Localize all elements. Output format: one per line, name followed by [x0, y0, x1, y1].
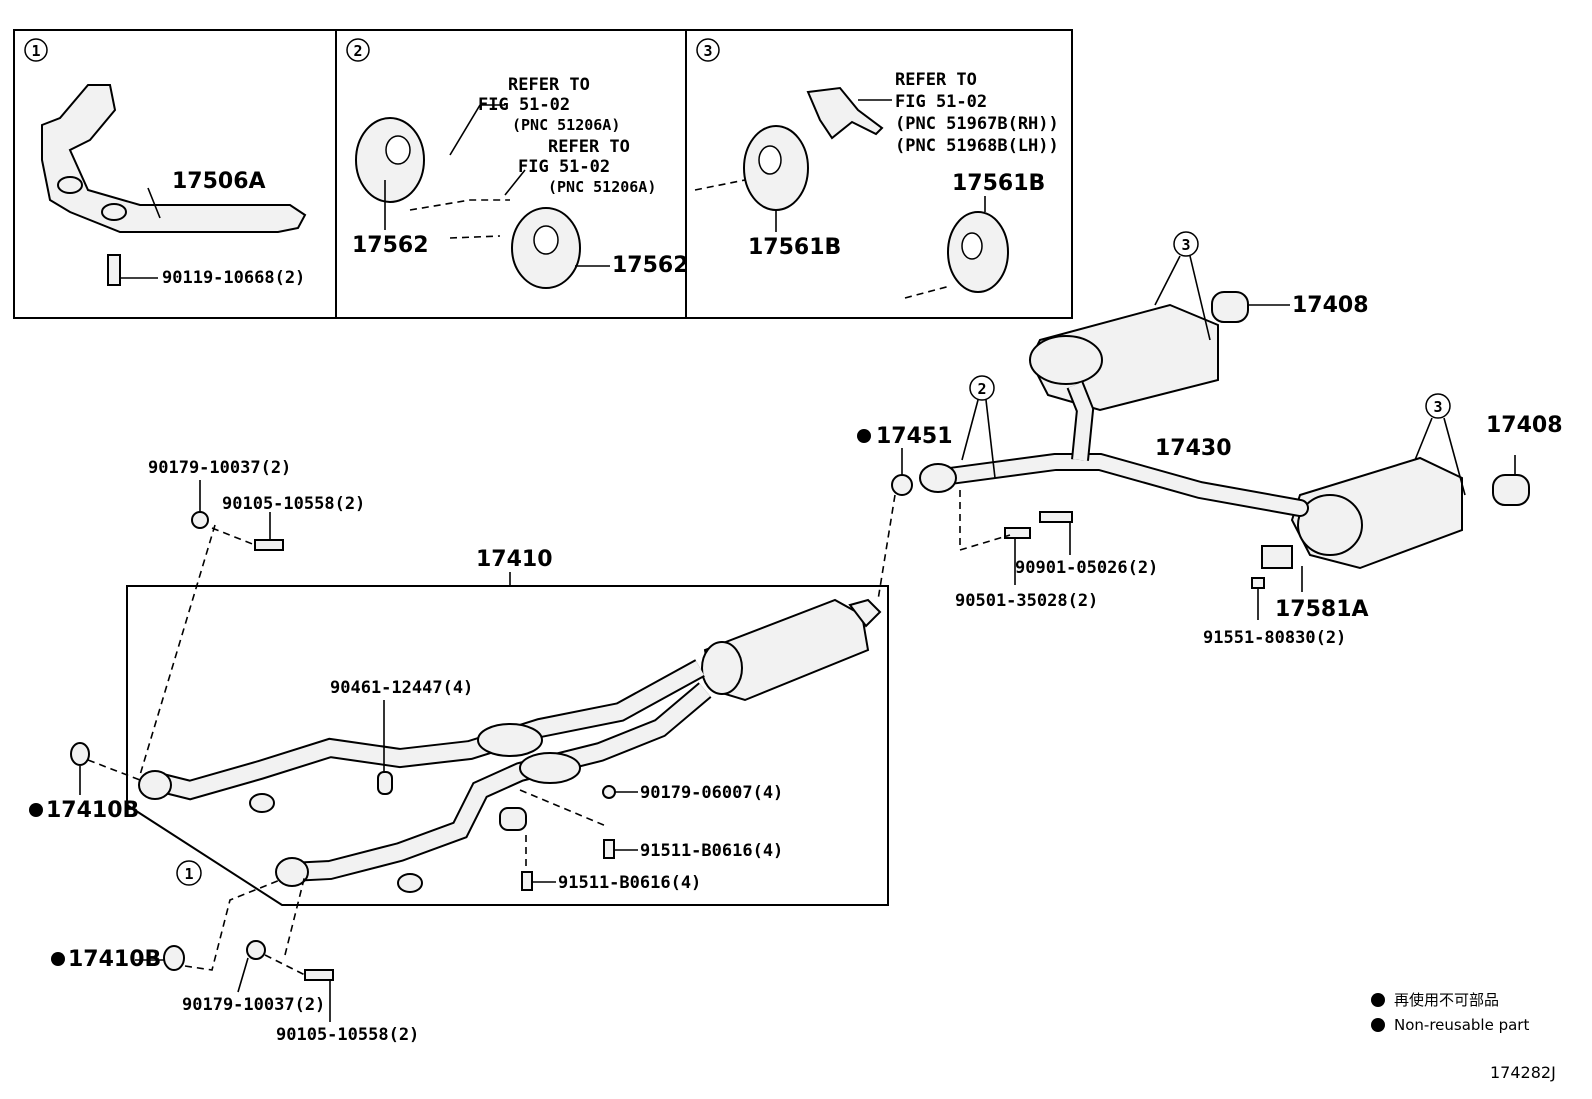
front-hardware: 17410B 17410B 1 [29, 480, 334, 1022]
label-90105-10558-b: 90105-10558(2) [276, 1025, 419, 1045]
label-17430: 17430 [1155, 436, 1232, 461]
refer-note-2b-line2: FIG 51-02 [518, 157, 610, 177]
refer-note-3-line3: (PNC 51967B(RH)) [895, 114, 1059, 134]
refer-note-2a-line1: REFER TO [508, 75, 590, 95]
bracket-51967B [806, 86, 884, 140]
flange-front-b [275, 857, 309, 887]
label-17562-b: 17562 [612, 253, 689, 278]
refer-note-2b-line1: REFER TO [548, 137, 630, 157]
callout-3-a: 3 [1181, 236, 1190, 254]
label-91511-B0616-b: 91511-B0616(4) [558, 873, 701, 893]
bolt-90105-10558-b [304, 969, 334, 981]
panel-number-2: 2 [353, 42, 362, 60]
callout-1: 1 [184, 865, 193, 883]
label-17561B-b: 17561B [952, 171, 1045, 196]
catalytic-converter-b [519, 752, 581, 784]
label-17408-b: 17408 [1486, 413, 1563, 438]
front-pipe-assembly-17410 [126, 572, 889, 906]
label-90501-35028: 90501-35028(2) [955, 591, 1098, 611]
label-17562-a: 17562 [352, 233, 429, 258]
bolt-91511-a [603, 839, 615, 859]
nut-90179-06007 [602, 785, 616, 799]
label-91551-80830: 91551-80830(2) [1203, 628, 1346, 648]
refer-note-2b-line3: (PNC 51206A) [548, 178, 656, 196]
label-90179-10037-a: 90179-10037(2) [148, 458, 291, 478]
nut-90179-10037-b [246, 940, 266, 960]
label-90105-10558-a: 90105-10558(2) [222, 494, 365, 514]
detail-panel-3: 3 17561B 17561B REFER TO FIG 51-02 (PNC … [685, 29, 1073, 319]
bolt-90901 [1039, 511, 1073, 523]
refer-note-3-line2: FIG 51-02 [895, 92, 987, 112]
label-17410B-b: 17410B [68, 947, 161, 972]
label-17410B-a: 17410B [46, 798, 139, 823]
label-90179-06007: 90179-06007(4) [640, 783, 783, 803]
label-17506A: 17506A [172, 169, 266, 194]
legend-mark-en [1371, 1018, 1385, 1032]
label-90179-10037-b: 90179-10037(2) [182, 995, 325, 1015]
legend: 再使用不可部品 Non-reusable part [1371, 991, 1529, 1034]
nut-90179-10037-a [191, 511, 209, 529]
refer-note-2a-line2: FIG 51-02 [478, 95, 570, 115]
legend-mark-jp [1371, 993, 1385, 1007]
tail-tip-17408-b [1492, 474, 1530, 506]
legend-text-jp: 再使用不可部品 [1394, 991, 1499, 1009]
refer-note-2a-line3: (PNC 51206A) [512, 116, 620, 134]
hanger-17581A [1261, 545, 1293, 569]
refer-note-3-line4: (PNC 51968B(LH)) [895, 136, 1059, 156]
label-17581A: 17581A [1275, 597, 1369, 622]
label-91511-B0616-a: 91511-B0616(4) [640, 841, 783, 861]
panel-number-3: 3 [703, 42, 712, 60]
bracket-17506A [41, 84, 307, 233]
spring-90501 [1004, 527, 1031, 539]
hanger-front [499, 807, 527, 831]
callout-2: 2 [977, 380, 986, 398]
gasket-17410B-a [70, 742, 90, 766]
catalytic-converter-a [477, 723, 543, 757]
label-17408-a: 17408 [1292, 293, 1369, 318]
label-90901-05026: 90901-05026(2) [1015, 558, 1158, 578]
label-17451: 17451 [876, 424, 953, 449]
bolt-90105-10558-a [254, 539, 284, 551]
callout-3-b: 3 [1433, 398, 1442, 416]
bolt-91551 [1251, 577, 1265, 589]
non-reusable-mark-17410B-b [51, 952, 65, 966]
tail-tip-17408-a [1211, 291, 1249, 323]
gasket-17410B-b [163, 945, 185, 971]
rear-pipe-assembly-17430: 2 3 3 [877, 231, 1530, 620]
label-90119-10668: 90119-10668(2) [162, 268, 305, 288]
gasket-17451 [891, 474, 913, 496]
detail-panel-2: 2 17562 17562 REFER TO FIG 51-02 (PNC 51… [335, 29, 689, 319]
label-90461-12447: 90461-12447(4) [330, 678, 473, 698]
diagram-id: 174282J [1490, 1063, 1556, 1082]
clamp-90461 [377, 771, 393, 795]
assembly-17410-outline [126, 585, 889, 906]
panel-number-1: 1 [31, 42, 40, 60]
bolt-90119 [107, 254, 121, 286]
legend-text-en: Non-reusable part [1394, 1016, 1529, 1034]
non-reusable-mark-17410B-a [29, 803, 43, 817]
refer-note-3-line1: REFER TO [895, 70, 977, 90]
non-reusable-mark-17451 [857, 429, 871, 443]
label-17410: 17410 [476, 547, 553, 572]
label-17561B-a: 17561B [748, 235, 841, 260]
bolt-91511-b [521, 871, 533, 891]
flange-front-a [138, 770, 172, 800]
detail-panel-1: 1 17506A 90119-10668(2) [13, 29, 337, 319]
